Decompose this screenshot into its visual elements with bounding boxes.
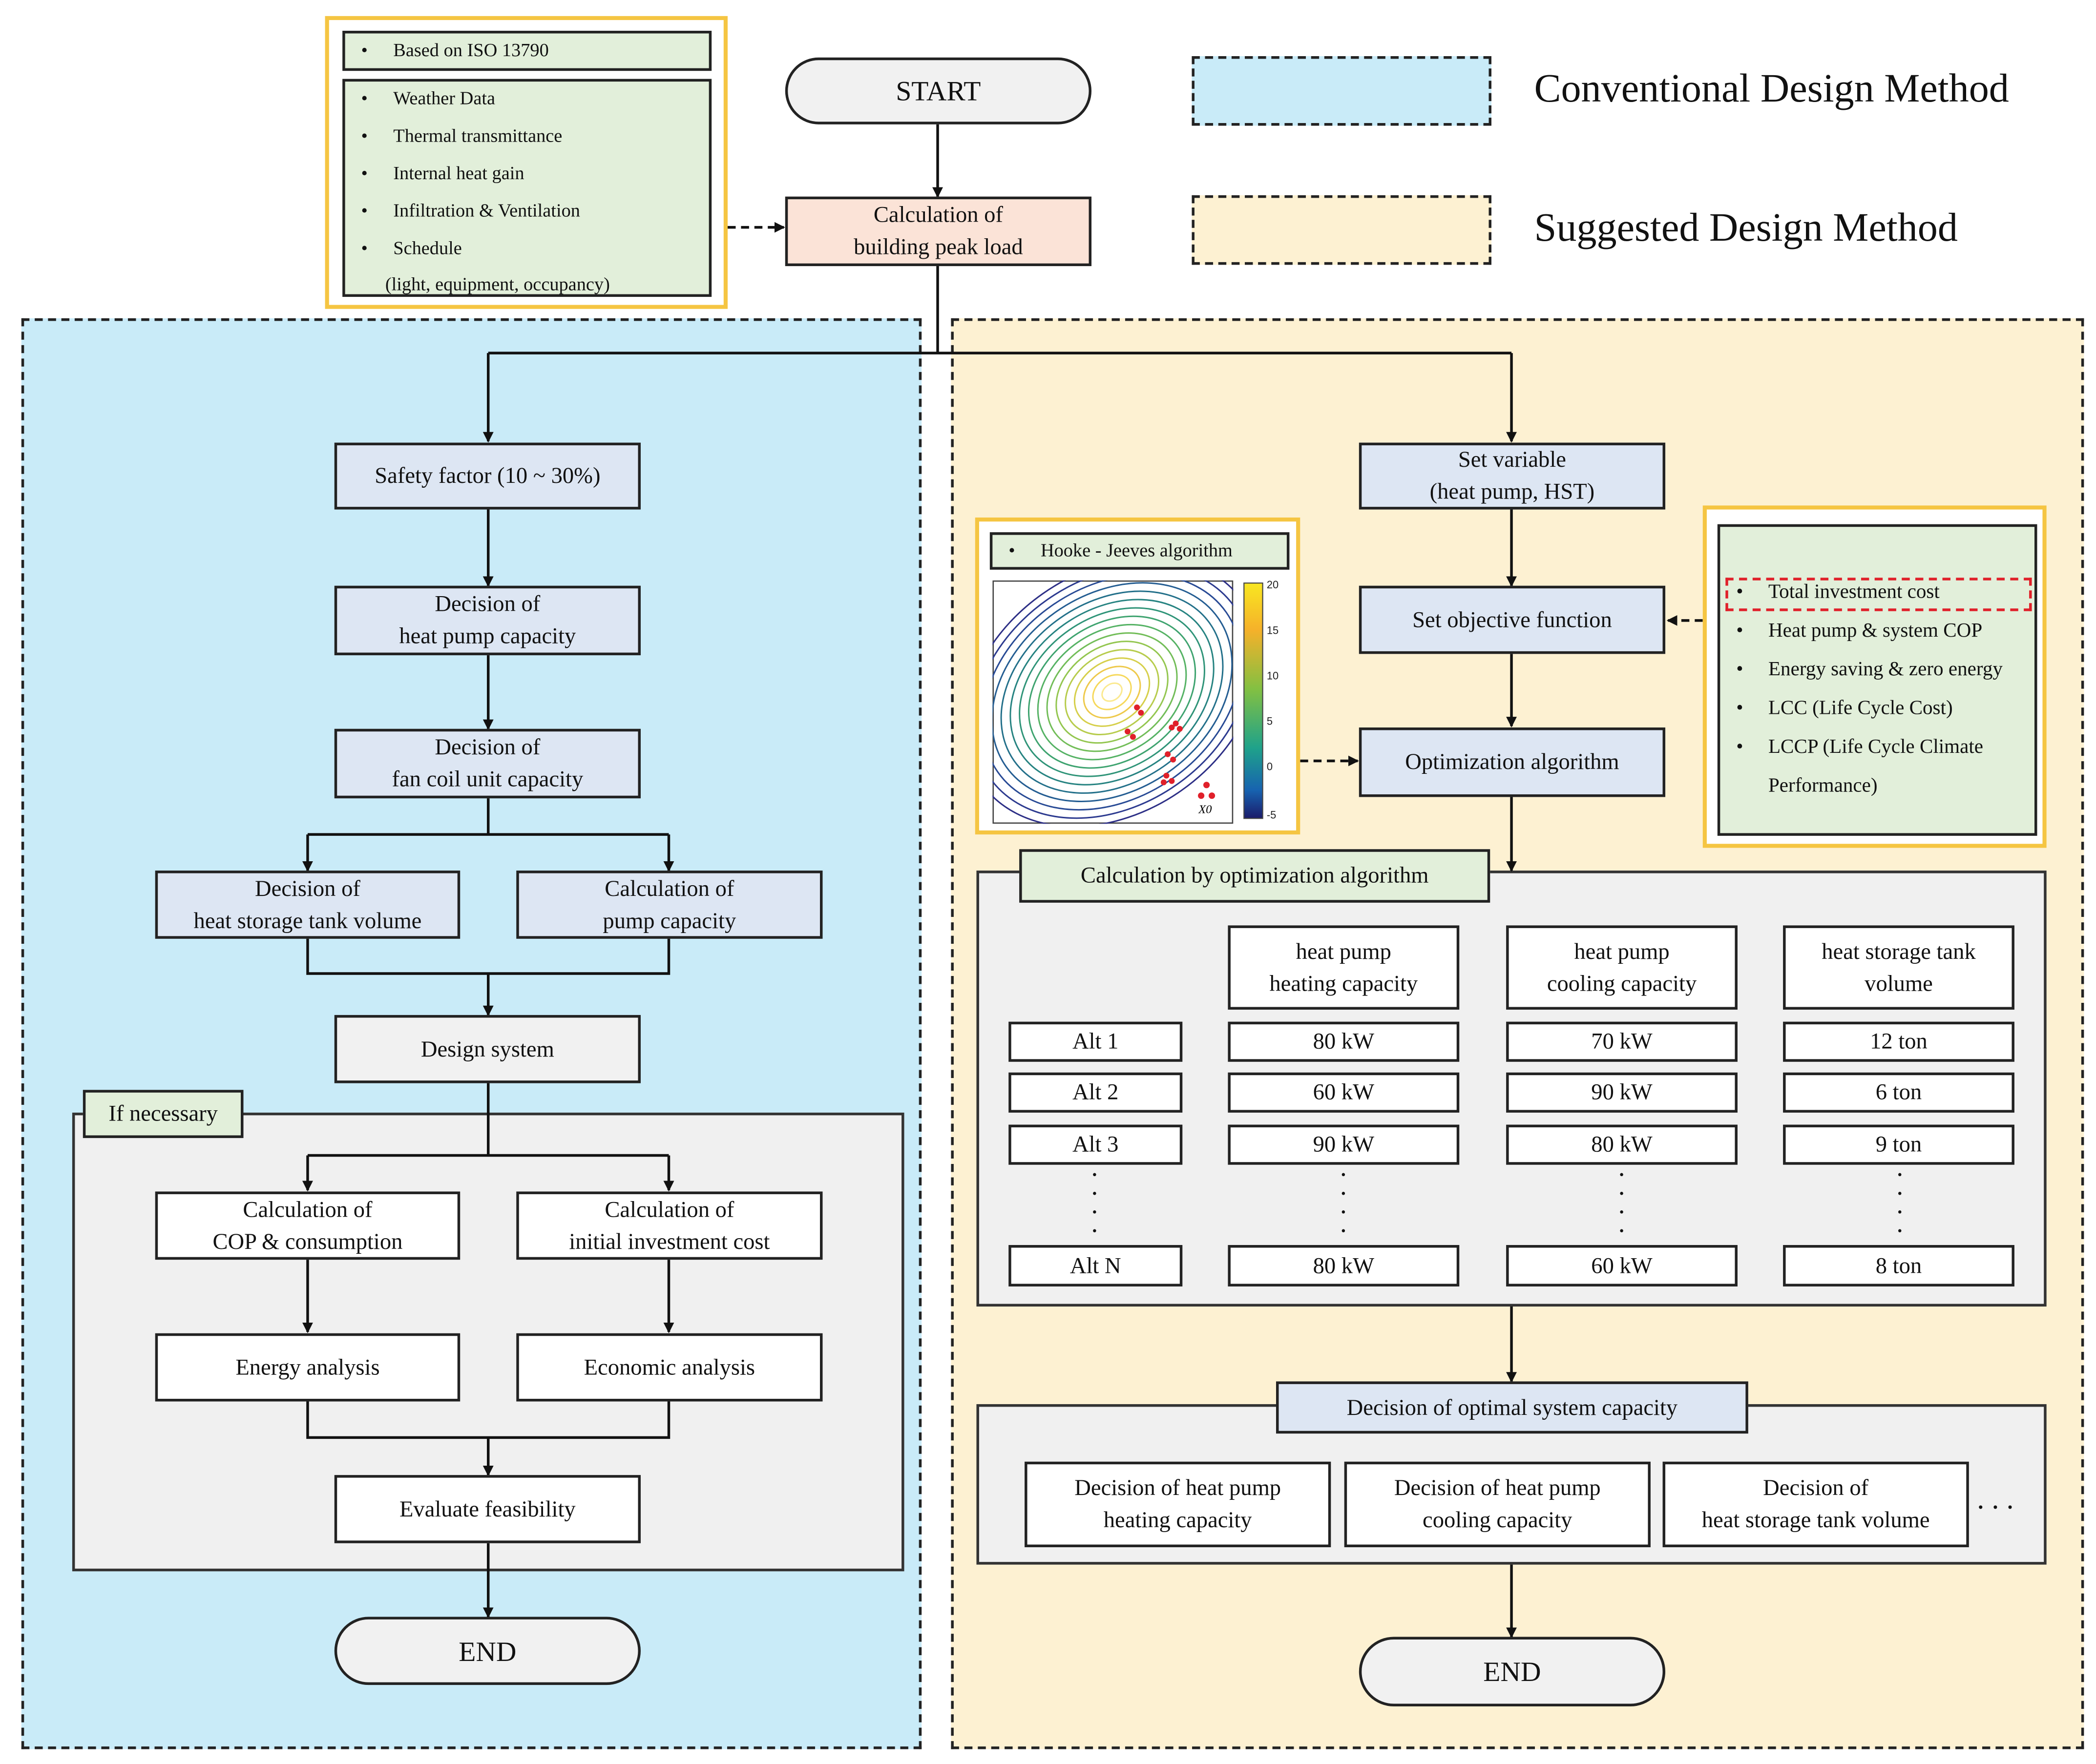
input-item: Internal heat gain [345,156,709,194]
input-item: Schedule [345,231,709,269]
table-cell-cooling: 90 kW [1506,1072,1738,1113]
contour-line [1046,632,1178,752]
vertical-ellipsis: ···· [1339,1161,1348,1246]
colorbar-tick: 5 [1267,715,1273,727]
contour-line [1009,599,1215,786]
vertical-ellipsis: ···· [1090,1161,1099,1246]
conventional-end-terminal: END [334,1617,641,1685]
decision-cooling-box: Decision of heat pump cooling capacity [1344,1461,1651,1548]
peak-load-box: Calculation of building peak load [785,196,1092,267]
table-cell-heating: 80 kW [1228,1021,1460,1062]
input-item: Weather Data [345,82,709,119]
hooke-jeeves-box: Hooke - Jeeves algorithm X0 [975,517,1300,835]
input-item: Thermal transmittance [345,119,709,157]
table-cell-tank: 8 ton [1783,1245,2014,1287]
legend-label-suggested: Suggested Design Method [1534,206,1958,250]
colorbar-tick: 0 [1267,761,1273,773]
table-cell-alt: Alt 3 [1008,1124,1183,1165]
colorbar-tick: 15 [1267,624,1279,636]
objective-list-box: Total investment cost Heat pump & system… [1702,505,2047,848]
table-cell-tank: 12 ton [1783,1021,2014,1062]
hooke-jeeves-label: Hooke - Jeeves algorithm [992,535,1287,570]
suggested-end-terminal: END [1359,1637,1666,1706]
iso-standard-box: Based on ISO 13790 [342,30,712,71]
contour-line [1092,674,1132,710]
set-variable-box: Set variable (heat pump, HST) [1359,442,1666,510]
heat-pump-capacity-box: Decision of heat pump capacity [334,585,641,656]
objective-item: LCC (Life Cycle Cost) [1720,690,2040,728]
x0-label: X0 [1198,803,1212,816]
contour-line [1037,623,1187,761]
hooke-jeeves-title-box: Hooke - Jeeves algorithm [989,532,1290,570]
contour-line [992,580,1234,824]
colorbar: 20 15 10 5 0 -5 [1243,581,1279,821]
contour-plot: X0 [992,580,1234,824]
contour-line [1027,615,1196,769]
table-header-tank: heat storage tank volume [1783,925,2014,1010]
table-cell-heating: 90 kW [1228,1124,1460,1165]
objective-item: LCCP (Life Cycle Climate Performance) [1720,729,2040,807]
investment-cost-box: Calculation of initial investment cost [516,1191,823,1260]
input-data-box: Based on ISO 13790 Weather Data Thermal … [325,16,728,309]
table-cell-heating: 60 kW [1228,1072,1460,1113]
safety-factor-box: Safety factor (10 ~ 30%) [334,442,641,510]
energy-analysis-box: Energy analysis [155,1333,461,1402]
table-cell-tank: 9 ton [1783,1124,2014,1165]
contour-line [1101,682,1123,702]
table-header-cooling: heat pump cooling capacity [1506,925,1738,1010]
table-cell-alt: Alt N [1008,1245,1183,1287]
table-cell-cooling: 60 kW [1506,1245,1738,1287]
legend-label-conventional: Conventional Design Method [1534,66,2009,111]
contour-line [1065,649,1159,736]
contour-line [1000,590,1224,794]
schedule-note: (light, equipment, occupancy) [385,275,610,296]
contour-line [1073,657,1151,727]
iso-standard-label: Based on ISO 13790 [345,33,709,71]
contour-line [992,580,1234,819]
vertical-ellipsis: ···· [1895,1161,1905,1246]
calc-title-label: Calculation by optimization algorithm [1019,849,1490,903]
decision-heating-box: Decision of heat pump heating capacity [1025,1461,1331,1548]
table-cell-cooling: 80 kW [1506,1124,1738,1165]
input-items-box: Weather Data Thermal transmittance Inter… [342,79,712,297]
optimization-algorithm-box: Optimization algorithm [1359,727,1666,797]
contour-line [992,582,1233,802]
colorbar-tick: 10 [1267,669,1279,682]
objective-item: Total investment cost [1720,574,2040,612]
objective-item: Energy saving & zero energy [1720,651,2040,690]
if-necessary-label: If necessary [83,1090,244,1138]
cop-consumption-box: Calculation of COP & consumption [155,1191,461,1260]
vertical-ellipsis: ···· [1617,1161,1626,1246]
legend-swatch-suggested [1192,195,1491,265]
table-cell-alt: Alt 2 [1008,1072,1183,1113]
horizontal-ellipsis: . . . [1977,1481,2014,1515]
optimal-decision-title: Decision of optimal system capacity [1276,1381,1748,1434]
table-cell-cooling: 70 kW [1506,1021,1738,1062]
contour-line [1019,607,1205,777]
table-cell-alt: Alt 1 [1008,1021,1183,1062]
start-terminal: START [785,57,1092,125]
fan-coil-capacity-box: Decision of fan coil unit capacity [334,728,641,799]
table-header-heating: heat pump heating capacity [1228,925,1460,1010]
table-cell-tank: 6 ton [1783,1072,2014,1113]
contour-line [1055,641,1169,744]
legend-swatch-conventional [1192,56,1491,126]
objective-item: Heat pump & system COP [1720,612,2040,651]
economic-analysis-box: Economic analysis [516,1333,823,1402]
input-item: Infiltration & Ventilation [345,194,709,231]
colorbar-tick: 20 [1267,581,1279,591]
objective-list-inner: Total investment cost Heat pump & system… [1717,524,2040,836]
pump-capacity-box: Calculation of pump capacity [516,871,823,939]
objective-function-box: Set objective function [1359,585,1666,654]
contour-line [1083,665,1141,719]
design-system-box: Design system [334,1015,641,1083]
table-cell-heating: 80 kW [1228,1245,1460,1287]
evaluate-feasibility-box: Evaluate feasibility [334,1475,641,1543]
storage-tank-volume-box: Decision of heat storage tank volume [155,871,461,939]
decision-tank-box: Decision of heat storage tank volume [1662,1461,1969,1548]
colorbar-tick: -5 [1267,809,1276,821]
